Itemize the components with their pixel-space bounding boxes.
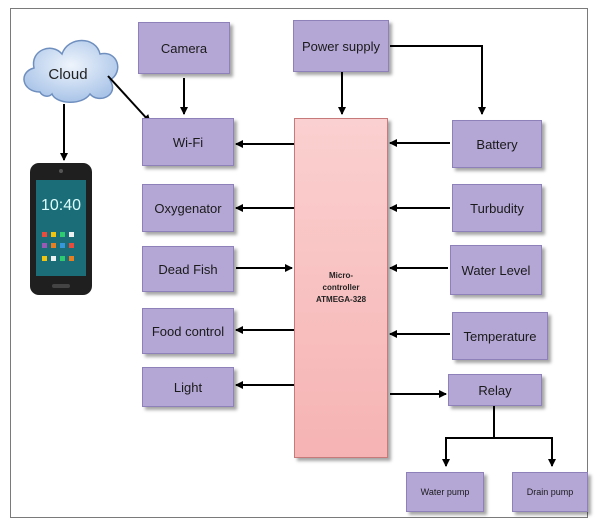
wifi-block: Wi-Fi — [142, 118, 234, 166]
light-block: Light — [142, 367, 234, 407]
diagram-frame — [10, 8, 588, 518]
power-supply-block: Power supply — [293, 20, 389, 72]
phone-time: 10:40 — [41, 197, 81, 214]
dead-fish-block: Dead Fish — [142, 246, 234, 292]
mcu-label-line2: controller — [322, 283, 360, 292]
cloud-icon — [23, 39, 119, 103]
mcu-label-line3: ATMEGA-328 — [315, 295, 367, 304]
battery-block: Battery — [452, 120, 542, 168]
cloud-label: Cloud — [48, 66, 88, 83]
drain-pump-block: Drain pump — [512, 472, 588, 512]
relay-block: Relay — [448, 374, 542, 406]
oxygenator-block: Oxygenator — [142, 184, 234, 232]
smartphone-icon: 10:40 — [30, 163, 92, 295]
camera-block: Camera — [138, 22, 230, 74]
turbudity-block: Turbudity — [452, 184, 542, 232]
food-control-block: Food control — [142, 308, 234, 354]
mcu-label-line1: Micro- — [329, 271, 353, 280]
water-pump-block: Water pump — [406, 472, 484, 512]
water-level-block: Water Level — [450, 245, 542, 295]
microcontroller-block: Micro- controller ATMEGA-328 — [294, 118, 388, 458]
temperature-block: Temperature — [452, 312, 548, 360]
